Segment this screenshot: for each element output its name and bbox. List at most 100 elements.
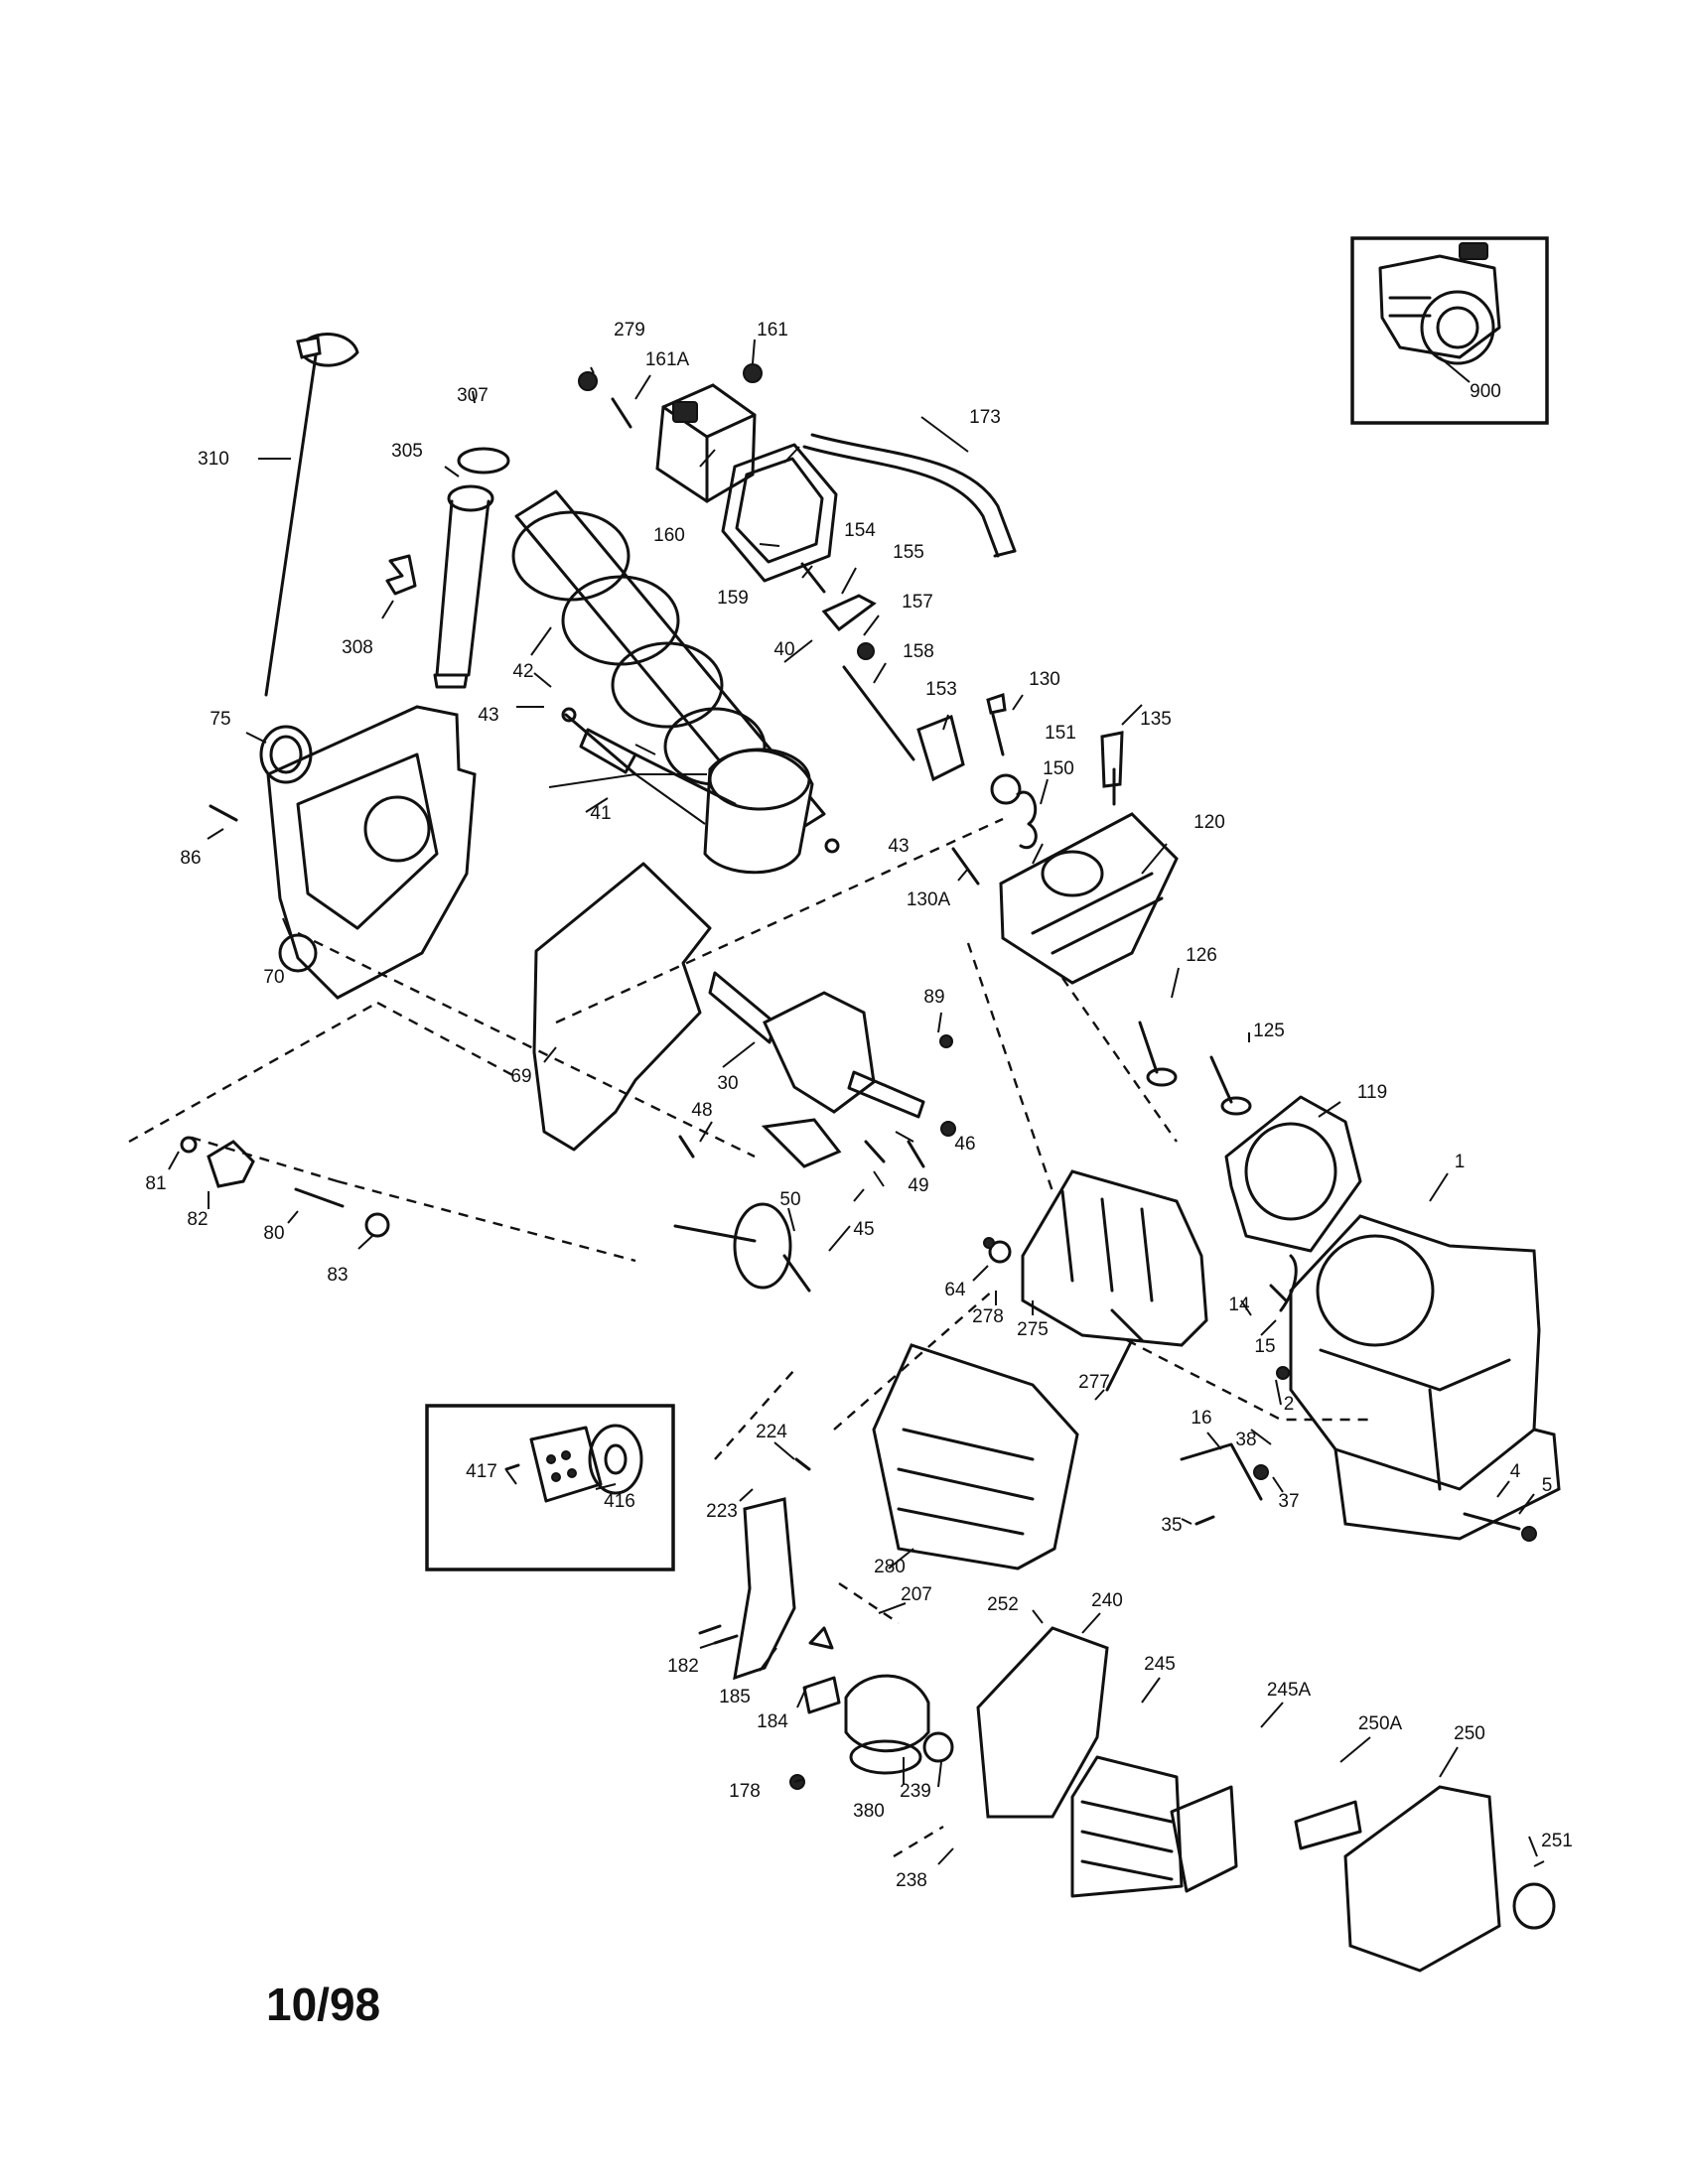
callout-159: 159 — [717, 588, 749, 609]
callout-250a: 250A — [1358, 1713, 1403, 1734]
callout-153: 153 — [925, 679, 957, 700]
callout-43-top: 43 — [478, 705, 498, 726]
callout-75: 75 — [210, 709, 230, 730]
callout-310: 310 — [198, 449, 229, 470]
callout-155: 155 — [893, 542, 924, 563]
callout-185: 185 — [719, 1687, 751, 1707]
inset-engine-overview — [1350, 236, 1549, 425]
crankcase-side-cover — [209, 705, 477, 1000]
callout-1: 1 — [1455, 1152, 1466, 1172]
valve-cover-group — [578, 363, 838, 583]
callout-14: 14 — [1228, 1295, 1250, 1315]
rocker-parts — [800, 562, 965, 782]
camshaft-and-governor-parts — [180, 1118, 1537, 1542]
callout-labels: 310 305 307 308 279 161A 161 160 159 173… — [145, 320, 1572, 1891]
callout-308: 308 — [342, 637, 373, 658]
crankcase-gasket — [532, 862, 712, 1152]
callout-50: 50 — [779, 1189, 800, 1210]
inset-air-filter-parts — [425, 1404, 675, 1571]
callout-83: 83 — [327, 1265, 348, 1286]
cylinder-head-group — [951, 693, 1252, 1116]
callout-277: 277 — [1078, 1372, 1110, 1393]
callout-252: 252 — [987, 1594, 1019, 1615]
callout-173: 173 — [969, 407, 1001, 428]
callout-280: 280 — [874, 1557, 906, 1577]
callout-38: 38 — [1235, 1430, 1256, 1450]
callout-223: 223 — [706, 1501, 738, 1522]
callout-15: 15 — [1254, 1336, 1275, 1357]
date-code: 10/98 — [266, 1979, 380, 2030]
callout-245: 245 — [1144, 1654, 1176, 1675]
callout-245a: 245A — [1267, 1680, 1312, 1701]
callout-307: 307 — [457, 385, 489, 406]
callout-69: 69 — [510, 1066, 531, 1087]
callout-130a: 130A — [907, 889, 951, 910]
crankshaft-part — [708, 971, 953, 1119]
callout-150: 150 — [1043, 758, 1074, 779]
callout-4: 4 — [1510, 1461, 1521, 1482]
callout-161: 161 — [757, 320, 788, 341]
callout-239: 239 — [900, 1781, 931, 1802]
callout-207: 207 — [901, 1584, 932, 1605]
callout-224: 224 — [756, 1422, 787, 1442]
callout-43-bottom: 43 — [888, 836, 909, 857]
callout-182: 182 — [667, 1656, 699, 1677]
callout-2: 2 — [1284, 1394, 1295, 1415]
dipstick-part — [264, 333, 359, 697]
head-gasket — [1224, 1095, 1362, 1253]
callout-380: 380 — [853, 1801, 885, 1822]
callout-275: 275 — [1017, 1319, 1049, 1340]
callout-130: 130 — [1029, 669, 1060, 690]
callout-40: 40 — [773, 639, 794, 660]
callout-119: 119 — [1357, 1082, 1387, 1103]
callout-leader-lines — [168, 339, 1545, 1867]
callout-251: 251 — [1541, 1831, 1573, 1851]
callout-151: 151 — [1045, 723, 1076, 744]
callout-16: 16 — [1191, 1408, 1211, 1429]
callout-86: 86 — [180, 848, 201, 869]
callout-135: 135 — [1140, 709, 1172, 730]
callout-64: 64 — [944, 1280, 966, 1300]
callout-240: 240 — [1091, 1590, 1123, 1611]
callout-80: 80 — [263, 1223, 284, 1244]
callout-5: 5 — [1542, 1475, 1553, 1496]
callout-45: 45 — [853, 1219, 874, 1240]
callout-49: 49 — [908, 1175, 928, 1196]
breather-tube-part — [802, 433, 1017, 558]
callout-305: 305 — [391, 441, 423, 462]
callout-278: 278 — [972, 1306, 1004, 1327]
callout-417: 417 — [466, 1461, 497, 1482]
callout-82: 82 — [187, 1209, 208, 1230]
callout-416: 416 — [604, 1491, 635, 1512]
callout-37: 37 — [1278, 1491, 1299, 1512]
callout-184: 184 — [757, 1711, 788, 1732]
callout-48: 48 — [691, 1100, 712, 1121]
air-cleaner-assembly — [976, 1626, 1556, 1973]
callout-238: 238 — [896, 1870, 927, 1891]
muffler-assembly — [733, 1169, 1208, 1681]
callout-158: 158 — [903, 641, 934, 662]
callout-35: 35 — [1161, 1515, 1182, 1536]
callout-154: 154 — [844, 520, 876, 541]
callout-30: 30 — [717, 1073, 738, 1094]
callout-900: 900 — [1470, 381, 1501, 402]
callout-89: 89 — [923, 987, 944, 1008]
callout-46: 46 — [954, 1134, 975, 1155]
callout-157: 157 — [902, 592, 933, 613]
fill-tube-part — [385, 447, 510, 689]
callout-279: 279 — [614, 320, 645, 341]
callout-126: 126 — [1186, 945, 1217, 966]
callout-42: 42 — [512, 661, 533, 682]
callout-41: 41 — [590, 803, 611, 824]
callout-178: 178 — [729, 1781, 761, 1802]
callout-125: 125 — [1253, 1021, 1285, 1041]
callout-160: 160 — [653, 525, 685, 546]
callout-161a: 161A — [645, 349, 690, 370]
callout-250: 250 — [1454, 1723, 1485, 1744]
carburetor-assembly — [698, 1624, 954, 1790]
callout-70: 70 — [263, 967, 284, 988]
callout-120: 120 — [1193, 812, 1225, 833]
engine-block — [1289, 1214, 1561, 1541]
piston-ring-set — [511, 489, 840, 875]
